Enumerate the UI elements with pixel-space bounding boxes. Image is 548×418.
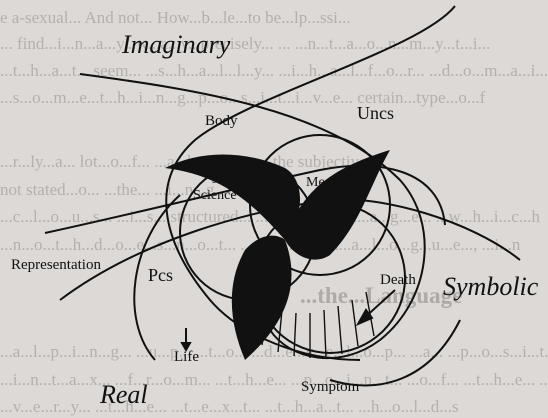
representation-label: Representation <box>11 257 101 274</box>
symptom-label: Symptom <box>301 379 359 396</box>
pcs-label: Pcs <box>148 265 173 286</box>
meaning-label-2: ing <box>320 191 338 207</box>
body-label: Body <box>205 113 238 130</box>
meaning-label-1: Mean- <box>306 175 343 191</box>
death-label: Death <box>380 272 416 289</box>
real-bottom-line <box>330 320 460 385</box>
uncs-label: Uncs <box>357 103 394 124</box>
life-label: Life <box>174 349 199 366</box>
ja-science-label-1: JA <box>203 172 237 188</box>
ja-science-label-2: Science <box>193 188 237 204</box>
real-label: Real <box>100 380 148 410</box>
symbolic-label: Symbolic <box>443 272 538 302</box>
imaginary-label: Imaginary <box>122 30 230 60</box>
